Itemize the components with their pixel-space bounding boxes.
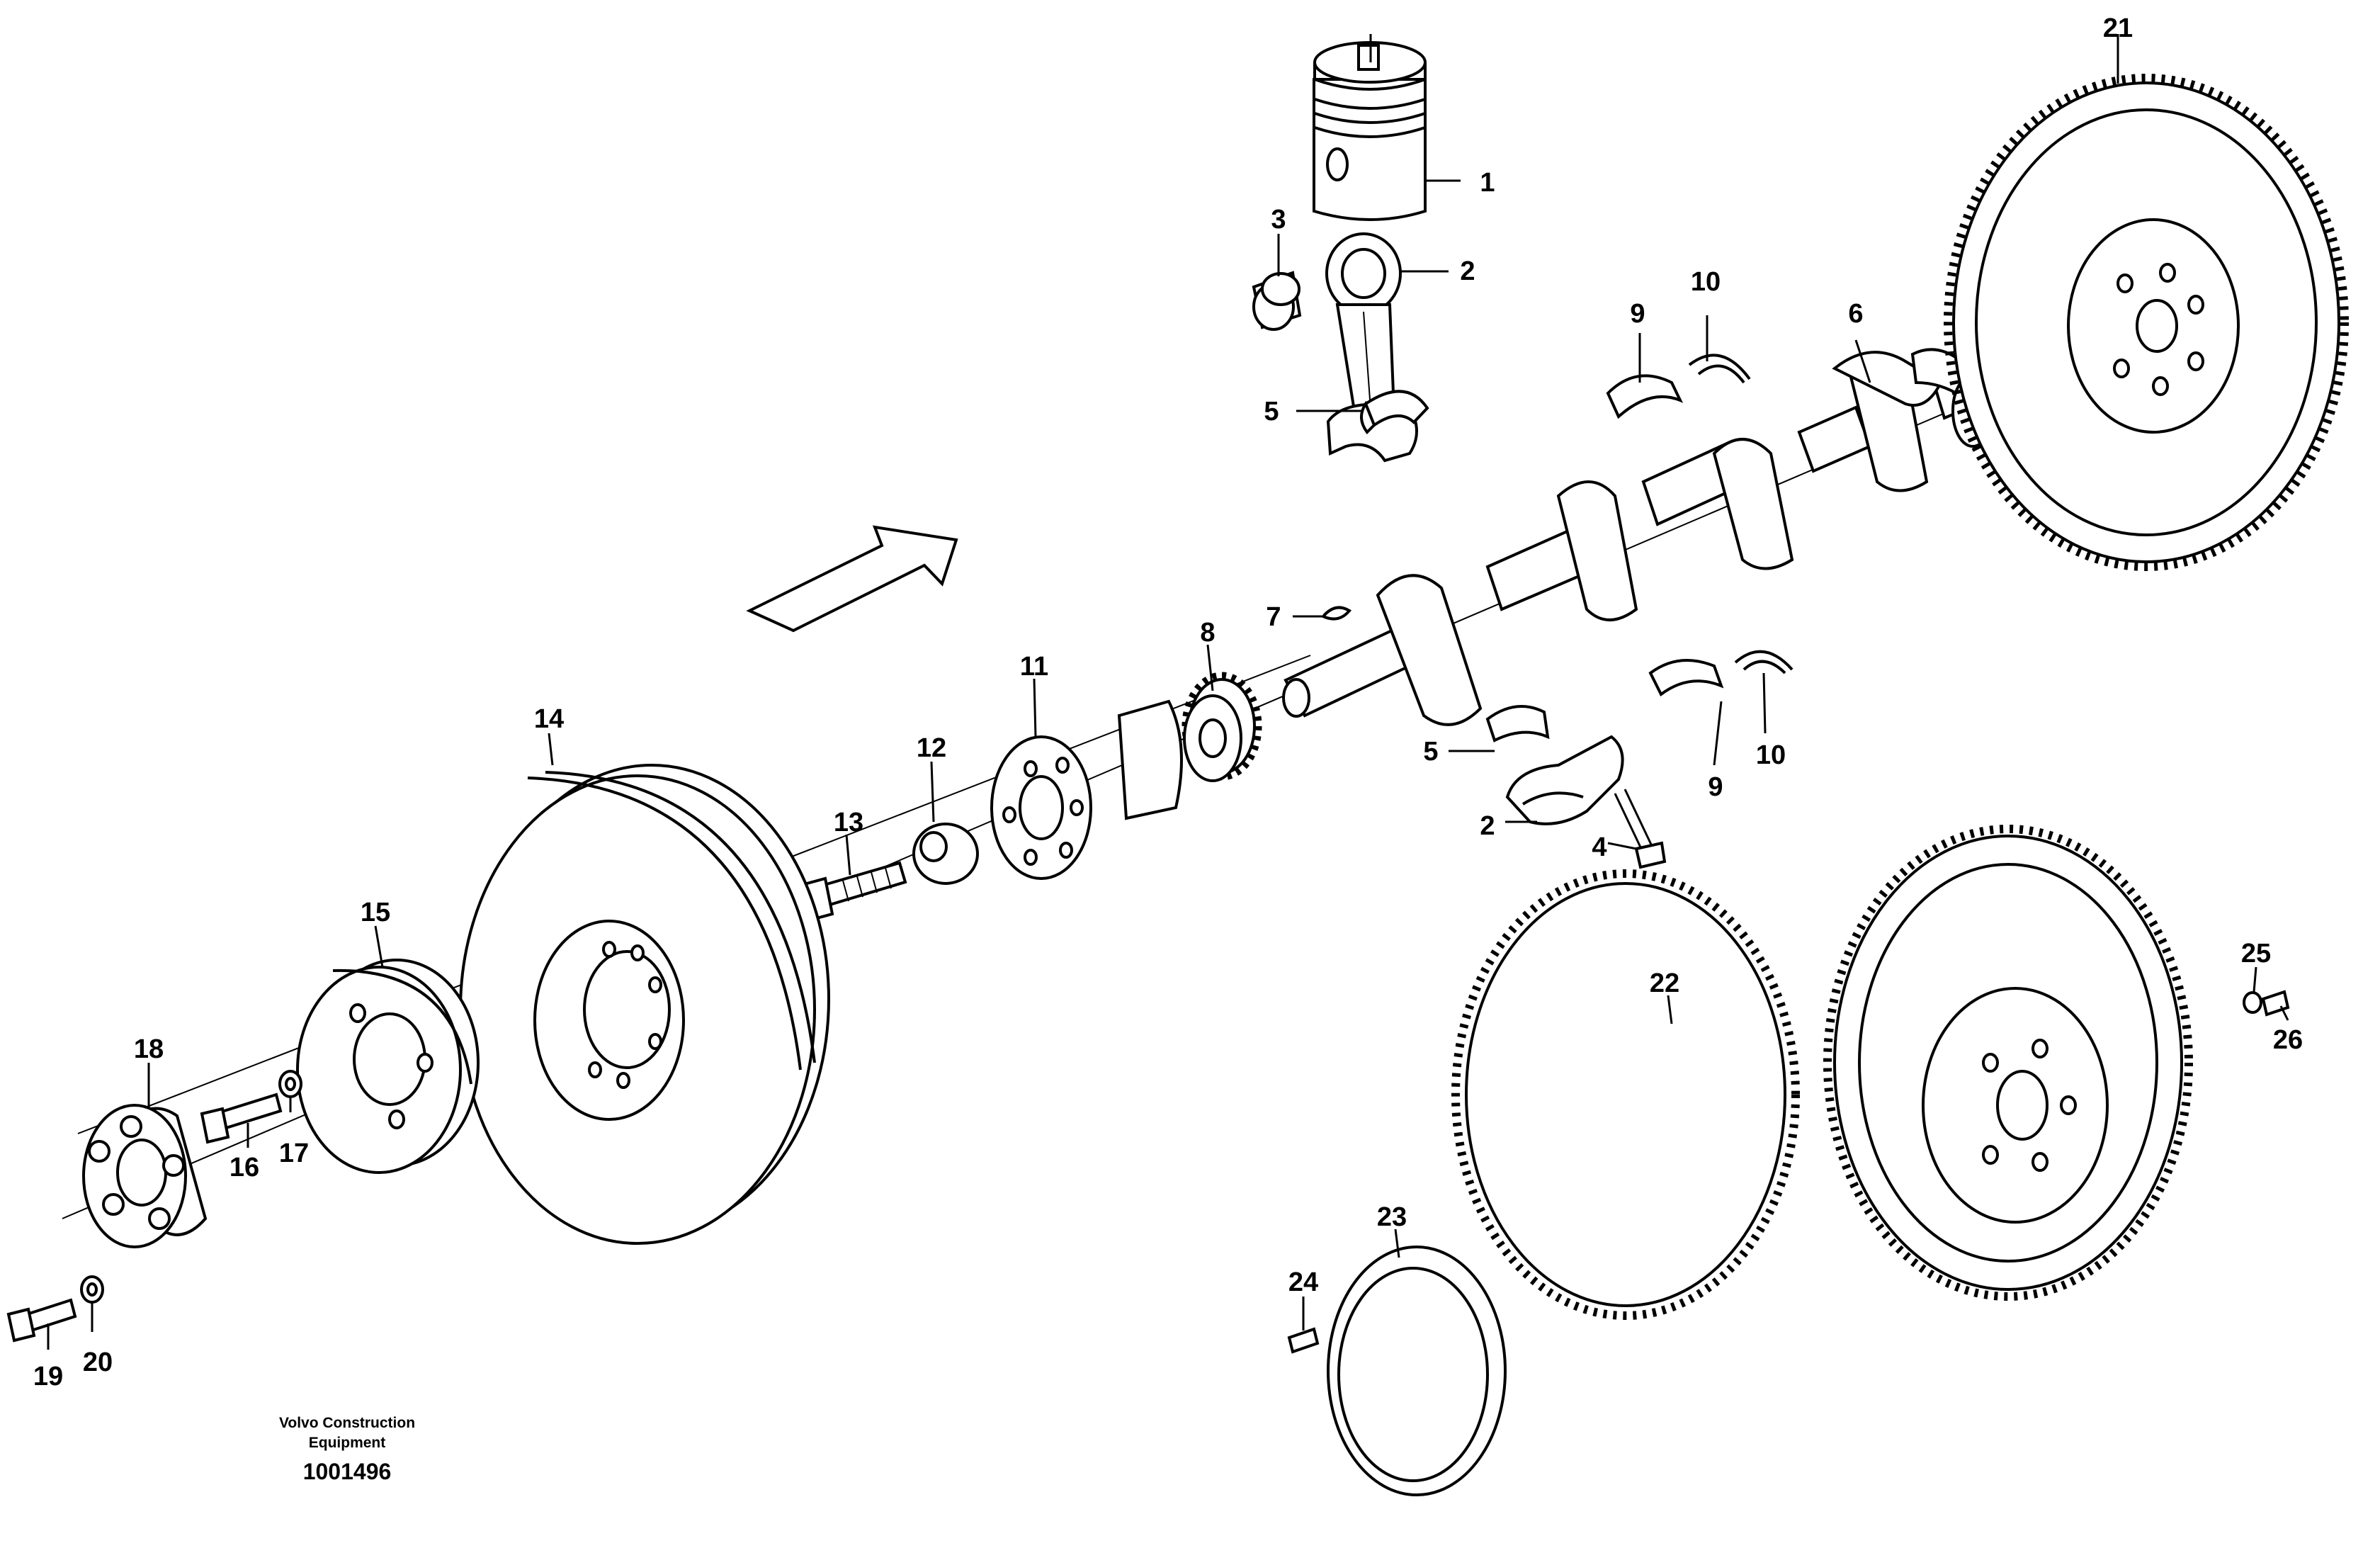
part-number-labels: 1 2 3 10 9 6 21 5 7 8 11 12 13 14 15 18 …: [33, 13, 2303, 1391]
part-label-20: 20: [83, 1348, 113, 1377]
part-label-13: 13: [834, 808, 863, 837]
flywheel-upper: [1944, 74, 2349, 571]
part-label-23: 23: [1377, 1202, 1407, 1232]
seal-ring: [1327, 1246, 1507, 1496]
part-label-8: 8: [1200, 618, 1215, 648]
part-label-26: 26: [2273, 1025, 2303, 1055]
company-name-line2: Equipment: [309, 1435, 386, 1451]
crankshaft-gear: [1182, 672, 1262, 782]
piston: [1313, 41, 1427, 221]
connecting-rod: [1325, 232, 1418, 463]
piston-pin: [1252, 271, 1302, 331]
washer: [912, 823, 979, 885]
vibration-damper: [459, 764, 830, 1245]
flywheel-washer: [2243, 991, 2262, 1014]
part-label-2b: 2: [1480, 811, 1495, 841]
part-label-21: 21: [2103, 13, 2133, 43]
part-label-2: 2: [1460, 256, 1475, 286]
part-label-24: 24: [1288, 1267, 1318, 1297]
part-label-7: 7: [1266, 602, 1281, 632]
pulley-washer: [278, 1070, 302, 1098]
adaptor-bolt: [6, 1298, 77, 1343]
part-label-15: 15: [361, 898, 390, 927]
part-label-25: 25: [2241, 939, 2271, 968]
part-label-3: 3: [1271, 205, 1286, 235]
direction-arrow: [746, 525, 958, 633]
flywheel-lower: [1823, 825, 2193, 1301]
part-label-5b: 5: [1423, 737, 1438, 767]
crankshaft-hub: [990, 699, 1183, 880]
adaptor-washer: [80, 1275, 104, 1304]
pulley: [296, 959, 480, 1174]
part-label-14: 14: [534, 704, 564, 734]
part-label-10b: 10: [1756, 740, 1786, 770]
rod-bolt: [1614, 789, 1667, 869]
part-label-1: 1: [1480, 168, 1495, 198]
part-label-9b: 9: [1708, 772, 1723, 802]
part-label-19: 19: [33, 1362, 63, 1391]
drawing-number: 1001496: [303, 1459, 392, 1484]
footer: Volvo Construction Equipment 1001496: [279, 1415, 415, 1484]
part-label-16: 16: [230, 1153, 259, 1182]
part-label-6: 6: [1848, 299, 1863, 329]
part-label-5: 5: [1264, 397, 1279, 427]
part-label-10: 10: [1691, 267, 1721, 297]
part-label-4: 4: [1592, 832, 1606, 862]
leader-lines: [47, 34, 2289, 1350]
part-label-18: 18: [134, 1034, 164, 1064]
part-label-22: 22: [1650, 968, 1679, 998]
woodruff-key: [1320, 606, 1352, 621]
ring-gear: [1451, 869, 1800, 1320]
part-label-9: 9: [1630, 299, 1645, 329]
connecting-rod-cap: [1505, 735, 1624, 825]
thrust-bearing-lower: [1648, 650, 1794, 697]
part-label-17: 17: [279, 1139, 309, 1168]
bearing-shell-upper: [1360, 390, 1429, 435]
company-name-line1: Volvo Construction: [279, 1415, 415, 1431]
hub-adaptor: [82, 1104, 208, 1248]
part-label-12: 12: [917, 733, 946, 763]
part-label-11: 11: [1020, 652, 1048, 682]
bearing-shell-lower: [1485, 705, 1550, 742]
thrust-bearing-upper: [1606, 354, 1751, 419]
pulley-bolt: [200, 1092, 283, 1144]
seal-screw: [1287, 1327, 1320, 1354]
